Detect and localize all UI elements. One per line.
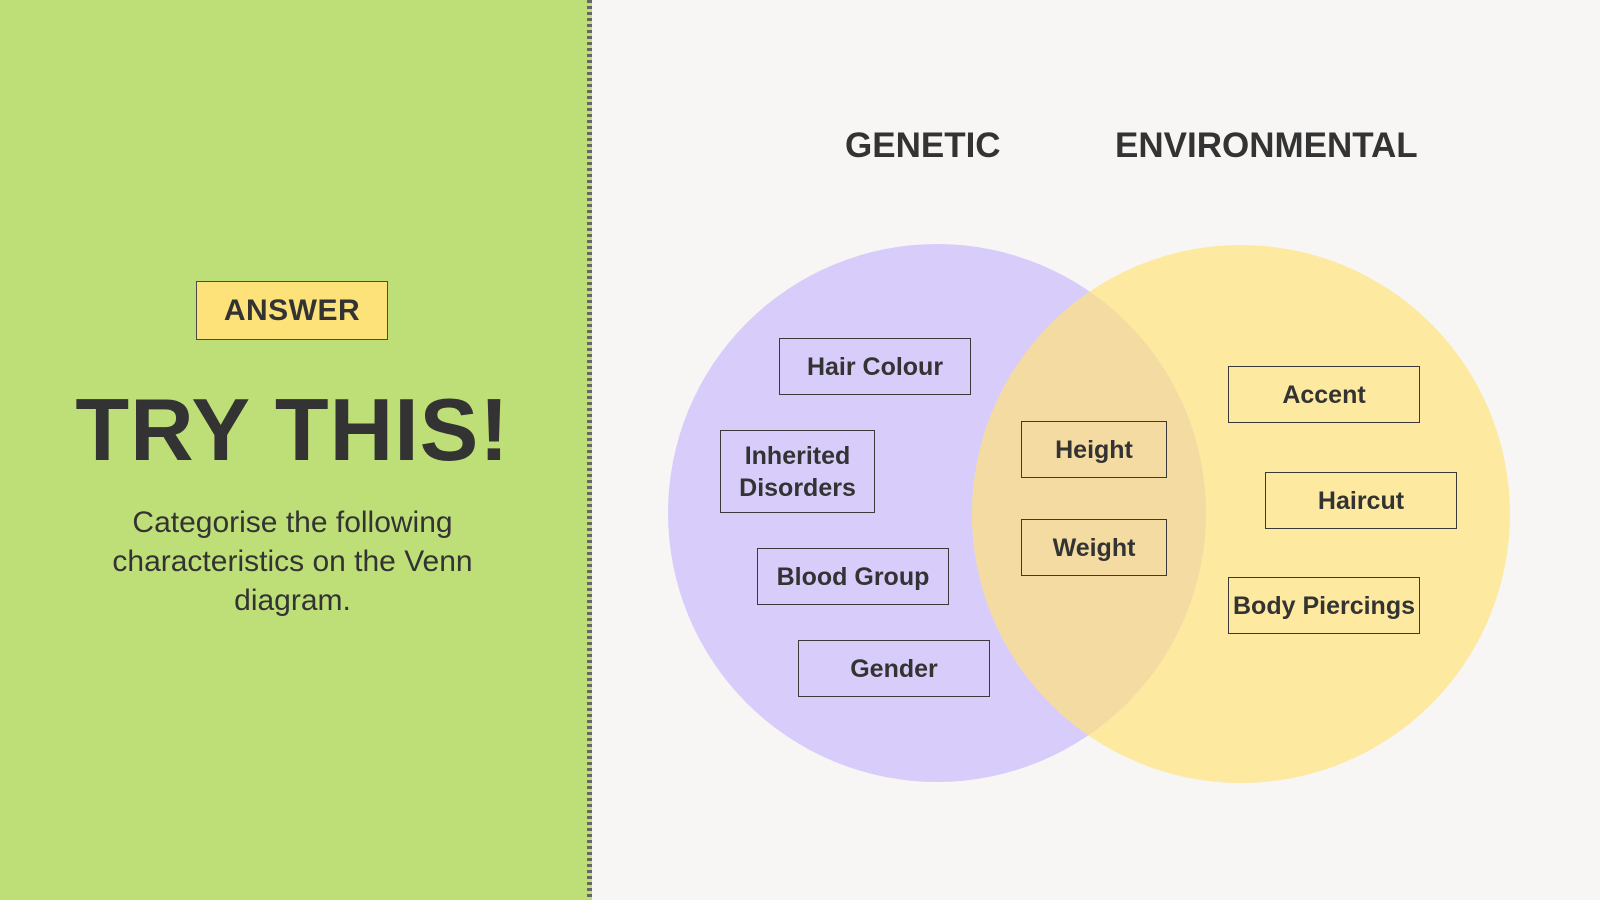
item-hair-colour[interactable]: Hair Colour	[779, 338, 971, 395]
page-title: TRY THIS!	[75, 380, 510, 479]
item-body-piercings[interactable]: Body Piercings	[1228, 577, 1420, 634]
item-haircut[interactable]: Haircut	[1265, 472, 1457, 529]
item-height[interactable]: Height	[1021, 421, 1167, 478]
item-gender[interactable]: Gender	[798, 640, 990, 697]
item-inherited-disorders-label: Inherited Disorders	[739, 441, 856, 502]
environmental-heading: ENVIRONMENTAL	[1115, 126, 1418, 165]
instructions-text: Categorise the following characteristics…	[112, 506, 473, 617]
answer-badge: ANSWER	[196, 281, 388, 340]
item-inherited-disorders[interactable]: Inherited Disorders	[720, 430, 875, 513]
overlap-region	[972, 245, 1206, 782]
left-panel	[0, 0, 589, 900]
item-weight[interactable]: Weight	[1021, 519, 1167, 576]
item-blood-group[interactable]: Blood Group	[757, 548, 949, 605]
dotted-divider	[587, 0, 592, 900]
item-accent[interactable]: Accent	[1228, 366, 1420, 423]
genetic-heading: GENETIC	[845, 126, 1001, 165]
